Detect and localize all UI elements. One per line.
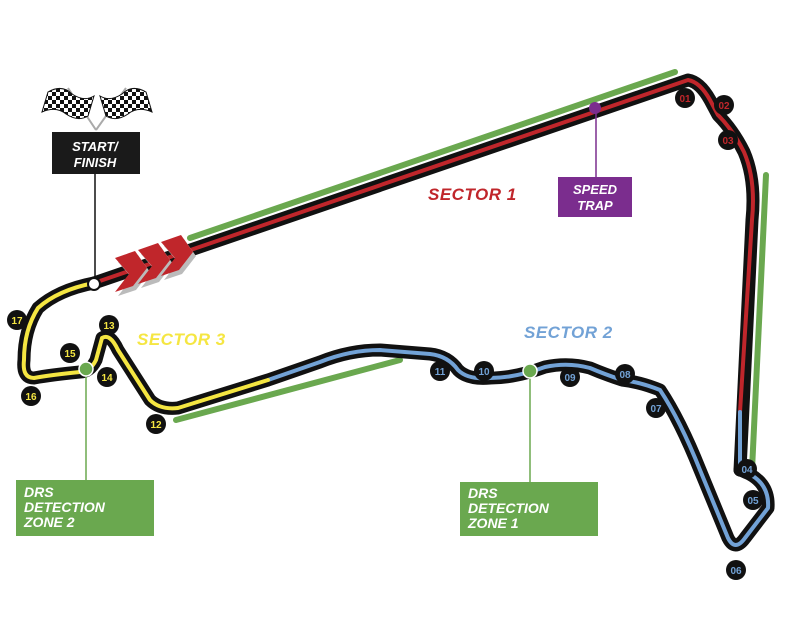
svg-text:10: 10 (478, 367, 490, 378)
svg-text:08: 08 (619, 370, 631, 381)
turn-marker: 11 (430, 361, 450, 381)
turn-marker: 08 (615, 364, 635, 384)
turn-marker: 02 (714, 95, 734, 115)
drs-zone-2-label-1: DRS (24, 484, 54, 500)
start-finish-marker (87, 277, 101, 291)
chevron-icon (161, 235, 193, 276)
drs-detection-2-marker (78, 361, 94, 377)
drs-zone-1-box (460, 482, 598, 536)
drs-zone-2-label-3: ZONE 2 (23, 514, 75, 530)
svg-text:16: 16 (25, 392, 37, 403)
start-finish-box (52, 132, 140, 174)
svg-text:14: 14 (101, 373, 113, 384)
drs-zone-back-straight (749, 172, 769, 473)
checkered-flags-icon (41, 87, 153, 131)
turn-marker: 15 (60, 343, 80, 363)
turn-marker: 16 (21, 386, 41, 406)
svg-text:01: 01 (679, 94, 691, 105)
drs-zone-2-box (16, 480, 154, 536)
svg-text:05: 05 (747, 496, 759, 507)
sector-3-path (21, 281, 270, 411)
svg-text:07: 07 (650, 404, 662, 415)
drs-zone-1-label-2: DETECTION (468, 500, 550, 516)
turn-marker: 13 (99, 315, 119, 335)
svg-text:06: 06 (730, 566, 742, 577)
turn-marker: 04 (737, 459, 757, 479)
svg-text:02: 02 (718, 101, 730, 112)
turn-marker: 05 (743, 490, 763, 510)
sector-3-label: SECTOR 3 (137, 330, 226, 349)
turn-marker: 09 (560, 367, 580, 387)
speed-trap-marker (589, 102, 601, 114)
turn-marker: 12 (146, 414, 166, 434)
drs-zone-1-label-3: ZONE 1 (467, 515, 519, 531)
speed-trap-label-2: TRAP (577, 198, 613, 213)
drs-zones (173, 69, 769, 473)
svg-text:13: 13 (103, 321, 115, 332)
turn-markers: 01 02 03 04 05 06 07 08 09 10 11 12 13 1… (7, 88, 763, 580)
drs-zone-sector3-straight (173, 357, 403, 423)
chevron-icon (115, 251, 147, 292)
sector-2-path (266, 348, 771, 547)
svg-text:09: 09 (564, 373, 576, 384)
turn-marker: 01 (675, 88, 695, 108)
turn-marker: 17 (7, 310, 27, 330)
chevron-icon (138, 243, 170, 284)
turn-marker: 14 (97, 367, 117, 387)
svg-text:11: 11 (435, 367, 446, 378)
sector-2-label: SECTOR 2 (524, 323, 613, 342)
drs-zone-1-label-1: DRS (468, 485, 498, 501)
svg-text:15: 15 (64, 349, 76, 360)
drs-zone-main-straight (187, 69, 678, 241)
start-finish-label-2: FINISH (74, 155, 117, 170)
turn-marker: 06 (726, 560, 746, 580)
turn-marker: 10 (474, 361, 494, 381)
speed-trap-box (558, 177, 632, 217)
speed-trap-label-1: SPEED (573, 182, 618, 197)
start-finish-label-1: START/ (72, 139, 119, 154)
sector-1-label: SECTOR 1 (428, 185, 517, 204)
svg-text:03: 03 (722, 136, 734, 147)
turn-marker: 03 (718, 130, 738, 150)
drs-detection-1-marker (522, 363, 538, 379)
svg-text:04: 04 (741, 465, 753, 476)
turn-marker: 07 (646, 398, 666, 418)
direction-chevrons (115, 235, 196, 296)
svg-text:12: 12 (150, 420, 162, 431)
drs-zone-2-label-2: DETECTION (24, 499, 106, 515)
svg-text:17: 17 (11, 316, 23, 327)
